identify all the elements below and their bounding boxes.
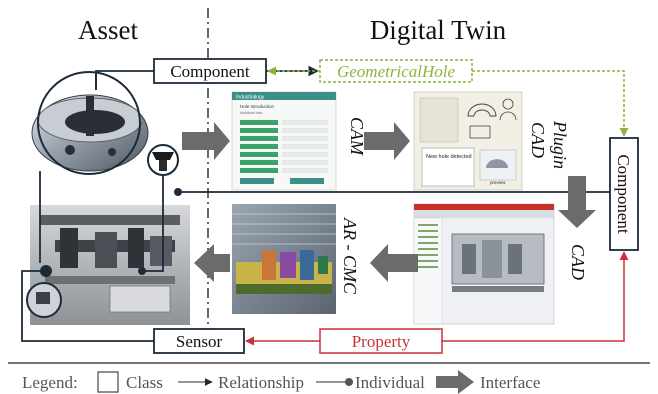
component-right-box: Component [609,137,639,251]
test-bench-photo [26,205,190,325]
property-label: Property [352,332,411,351]
component-right-label: Component [614,154,633,234]
component-individual-circle [37,71,141,175]
cam-app-screenshot: Industrialogy Hole Introduction Introduc… [231,91,337,191]
legend-class-swatch [97,371,119,393]
legend-interface-swatch [436,370,474,394]
digital-twin-heading: Digital Twin [370,15,507,45]
component-top-box: Component [153,58,267,84]
asset-heading: Asset [78,15,138,45]
plugin-to-cad-interface-arrow [558,176,596,228]
cam-app-title: Industrialogy [236,95,265,101]
cam-interface-label: CAM [347,117,367,156]
plugin-message: New hole detected [426,154,472,160]
cam-to-plugin-interface-arrow [364,122,410,160]
cad-plugin-label-2: Plugin [550,120,570,169]
asset-to-cam-interface-arrow [182,122,230,160]
legend: Legend: Class Relationship Individual In… [22,370,540,394]
cam-panel-sub: Introduce hole... [240,111,265,115]
cad-to-ar-interface-arrow [370,244,418,282]
property-to-component-arrow [442,251,629,342]
cad-interface-label: CAD [568,244,588,280]
hole-to-component-right-arrow [472,70,629,137]
legend-relationship-label: Relationship [218,373,304,392]
plugin-preview-label: preview [490,180,506,185]
geometrical-hole-box: GeometricalHole [319,59,473,83]
screw-to-bench-link [142,175,164,272]
legend-individual-label: Individual [355,373,425,392]
ar-to-asset-interface-arrow [194,244,230,282]
legend-title: Legend: [22,373,78,392]
ar-cmc-interface-label: AR - CMC [340,217,360,295]
legend-interface-label: Interface [480,373,540,392]
sensor-to-bench-link [21,270,154,342]
sensor-box: Sensor [153,328,245,354]
cad-plugin-screenshot: New hole detected preview [413,91,523,191]
sensor-label: Sensor [176,332,223,351]
screw-photo [147,144,179,176]
ar-cmc-screenshot [232,204,336,314]
cad-plugin-label-1: CAD [528,122,548,158]
legend-class-label: Class [126,373,163,392]
geometrical-hole-label: GeometricalHole [337,62,455,81]
cam-panel-heading: Hole Introduction [240,104,275,109]
cad-assembly-screenshot [413,203,555,325]
component-top-label: Component [170,62,250,81]
property-box: Property [319,328,443,354]
